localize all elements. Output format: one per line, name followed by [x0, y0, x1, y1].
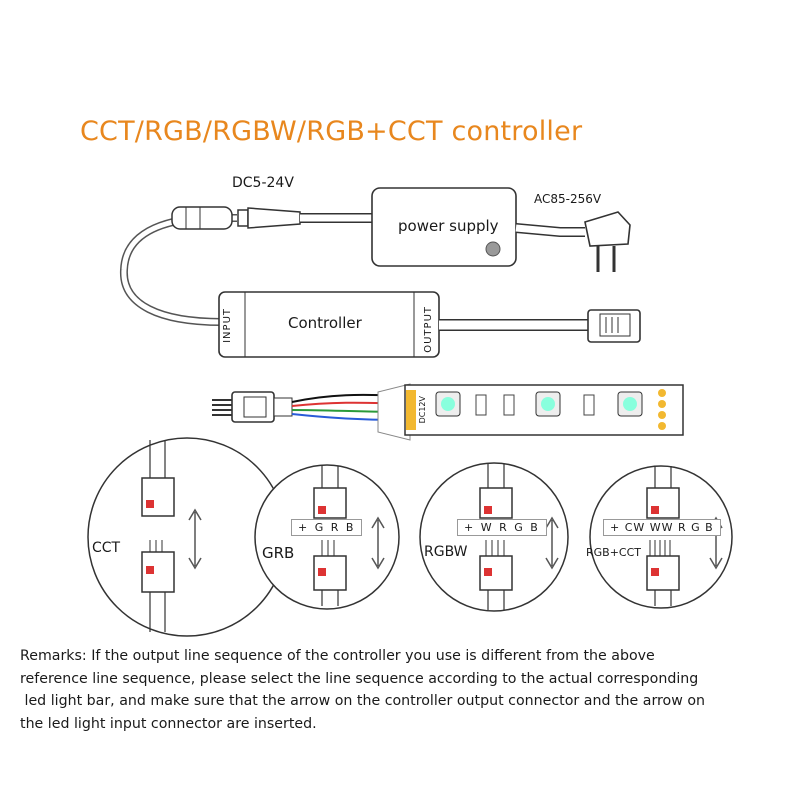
- output-label: OUTPUT: [423, 306, 434, 353]
- input-label: INPUT: [222, 308, 233, 343]
- circle-grb: [254, 464, 400, 610]
- remarks-line: the led light input connector are insert…: [20, 715, 317, 732]
- ac-voltage-label: AC85-256V: [534, 192, 602, 206]
- remarks-line: reference line sequence, please select t…: [20, 670, 699, 687]
- ac-plug: [584, 211, 631, 272]
- end-pads: [658, 389, 666, 430]
- circle-label-rgbcct: RGB+CCT: [586, 546, 642, 559]
- circle-cct: [87, 437, 287, 637]
- dc-cable-inner: [121, 215, 237, 325]
- sequence-label-grb: + G R B: [291, 519, 363, 536]
- dc-voltage-label: DC5-24V: [232, 175, 294, 191]
- circle-label-rgbw: RGBW: [424, 544, 468, 560]
- remarks-text: Remarks: If the output line sequence of …: [20, 645, 790, 735]
- circle-rgbw: [419, 462, 569, 612]
- sequence-label-rgbw: + W R G B: [457, 519, 547, 536]
- power-supply-label: power supply: [398, 217, 499, 235]
- remarks-line: Remarks: If the output line sequence of …: [20, 648, 655, 664]
- diagram-title: CCT/RGB/RGBW/RGB+CCT controller: [80, 116, 583, 147]
- dc-jack-female: [171, 206, 233, 230]
- led-chip-3: [617, 391, 643, 417]
- strip-voltage-label: DC12V: [418, 396, 427, 424]
- dc-plug-male: [237, 207, 301, 229]
- led-strip: [377, 383, 684, 441]
- led-chip-2: [535, 391, 561, 417]
- circle-label-cct: CCT: [92, 540, 121, 556]
- power-supply-box: [371, 187, 517, 267]
- strip-input-connector: [212, 391, 293, 423]
- remarks-line: led light bar, and make sure that the ar…: [20, 693, 706, 709]
- circle-label-grb: GRB: [262, 544, 295, 562]
- ac-cable: [515, 224, 585, 236]
- controller-box: [218, 291, 440, 358]
- circle-rgbcct: [589, 465, 733, 609]
- output-connector: [587, 309, 641, 343]
- led-chip-1: [435, 391, 461, 417]
- controller-label: Controller: [288, 314, 362, 332]
- sequence-label-rgbcct: + CW WW R G B: [603, 519, 721, 536]
